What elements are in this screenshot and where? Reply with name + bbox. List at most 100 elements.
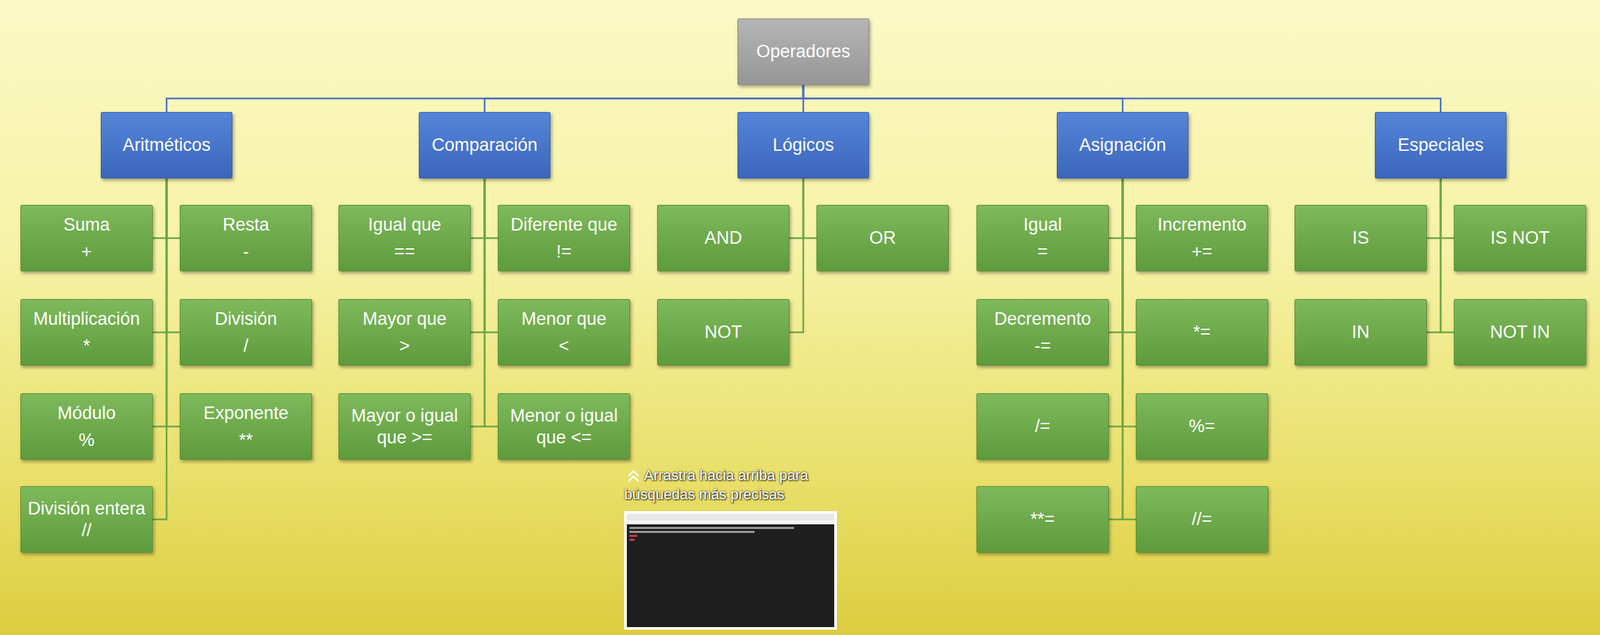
operator-box: **=: [976, 485, 1109, 553]
tree-connector: [789, 178, 804, 239]
tree-connector: [1122, 178, 1136, 520]
operator-name: Diferente que: [502, 213, 626, 236]
tree-connector: [470, 178, 485, 333]
operator-name: /=: [981, 415, 1105, 437]
category-box: Aritméticos: [100, 111, 233, 179]
operator-box: Igual =: [976, 204, 1109, 272]
operator-symbol: /: [184, 335, 308, 357]
tree-connector: [803, 84, 1441, 112]
thumbnail-frame: [624, 510, 837, 630]
category-box: Especiales: [1374, 111, 1507, 179]
chevron-line: [628, 476, 639, 481]
operator-symbol: +: [25, 240, 149, 263]
operator-box: IS NOT: [1453, 204, 1587, 272]
thumbnail-screenshot: [624, 510, 837, 630]
tree-connector: [789, 178, 804, 333]
operator-box: AND: [657, 204, 790, 272]
tree-connector: [1122, 178, 1136, 427]
operator-symbol: -=: [981, 335, 1105, 357]
tree-connector: [1426, 178, 1441, 239]
category-box: Asignación: [1056, 111, 1189, 179]
operator-name: Suma: [25, 213, 149, 236]
tree-connector: [484, 84, 804, 112]
operator-box: //=: [1135, 485, 1269, 553]
operator-name: IS: [1299, 227, 1423, 249]
tree-connector: [152, 178, 167, 239]
tree-connector: [1108, 178, 1123, 520]
tree-connector: [484, 178, 498, 333]
operator-box: Resta -: [179, 204, 313, 272]
operator-box: Igual que ==: [338, 204, 471, 272]
operator-name: Mayor que: [343, 308, 467, 330]
operator-box: Incremento+=: [1135, 204, 1269, 272]
operator-box: IS: [1294, 204, 1427, 272]
tree-connector: [1440, 178, 1454, 239]
category-title: Aritméticos: [105, 134, 228, 156]
tree-connector: [1122, 178, 1136, 239]
operator-box: Exponente**: [179, 393, 313, 460]
tree-connector: [166, 178, 180, 333]
operator-box: Suma +: [20, 204, 153, 272]
category-title: Asignación: [1061, 134, 1184, 156]
operator-symbol: -: [184, 240, 308, 263]
chevron-icon: [628, 470, 639, 481]
operator-name: Igual que: [343, 213, 467, 236]
operator-symbol: =: [981, 240, 1105, 263]
operator-name: Módulo: [25, 402, 149, 424]
operator-symbol: %: [25, 429, 149, 451]
operator-name: **=: [981, 508, 1105, 530]
operator-symbol: ==: [343, 240, 467, 263]
tree-connector: [470, 178, 485, 239]
category-box: Comparación: [418, 111, 551, 179]
operator-name: Resta: [184, 213, 308, 236]
operator-name: Mayor o igual que >=: [343, 404, 467, 448]
operator-box: Mayor o igual que >=: [338, 393, 471, 460]
category-box: Lógicos: [737, 111, 870, 179]
terminal-line: [629, 526, 795, 529]
operator-box: Mayor que>: [338, 298, 471, 366]
operator-symbol: *: [25, 335, 149, 357]
operator-box: /=: [976, 393, 1109, 460]
operator-box: Multiplicación *: [20, 298, 153, 366]
operator-name: IN: [1299, 321, 1423, 343]
operator-name: NOT IN: [1458, 321, 1582, 343]
operator-name: AND: [661, 227, 785, 249]
category-title: Comparación: [423, 134, 546, 156]
category-title: Lógicos: [742, 134, 865, 156]
tree-connector: [1108, 178, 1123, 427]
operator-name: Multiplicación: [25, 308, 149, 330]
tree-connector: [1426, 178, 1441, 333]
operator-box: División /: [179, 298, 313, 366]
operator-name: OR: [821, 227, 945, 249]
tree-connector: [166, 84, 804, 112]
operator-name: Exponente: [184, 402, 308, 424]
operator-name: *=: [1140, 321, 1264, 343]
operator-box: IN: [1294, 298, 1427, 366]
terminal-prompt: [629, 538, 635, 541]
operator-name: Menor o igual que <=: [502, 404, 626, 448]
tree-connector: [1440, 178, 1454, 333]
tree-connector: [152, 178, 167, 333]
operator-box: NOT IN: [1453, 298, 1587, 366]
operator-box: Diferente que!=: [497, 204, 631, 272]
operator-name: IS NOT: [1458, 227, 1582, 249]
operator-name: NOT: [661, 321, 785, 343]
terminal-prompt: [629, 534, 638, 537]
tree-connector: [1108, 178, 1123, 239]
tree-connector: [152, 178, 167, 520]
tree-connector: [484, 178, 498, 427]
root-box: Operadores: [737, 18, 870, 85]
chevron-line: [628, 470, 639, 476]
operator-box: OR: [816, 204, 949, 272]
operator-symbol: <: [502, 335, 626, 357]
tree-connector: [1122, 178, 1136, 333]
tree-connector: [470, 178, 485, 427]
terminal-body: [626, 524, 835, 627]
operator-name: //=: [1140, 508, 1264, 530]
operator-name: Igual: [981, 213, 1105, 236]
tree-connector: [803, 178, 817, 239]
operator-name: Menor que: [502, 308, 626, 330]
category-title: Especiales: [1379, 134, 1502, 156]
operator-name: División: [184, 308, 308, 330]
